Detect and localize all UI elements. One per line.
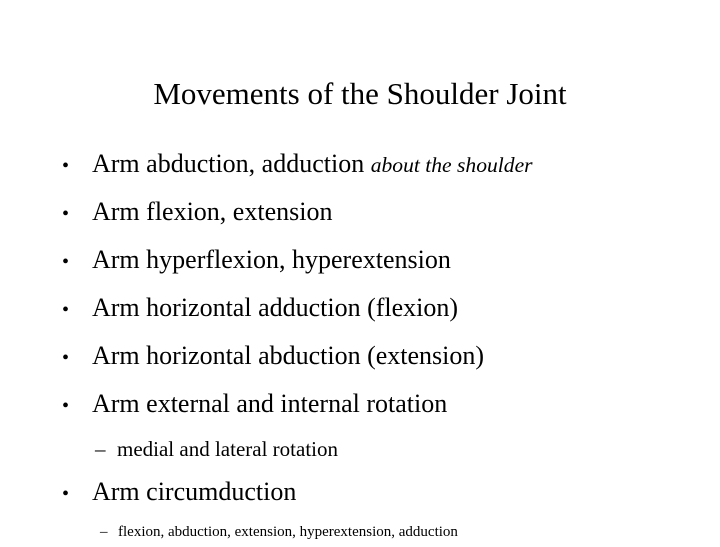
bullet-dot-icon: • — [62, 251, 70, 273]
list-item-label: Arm horizontal abduction (extension) — [92, 341, 485, 370]
list-item[interactable]: • Arm horizontal adduction (flexion) — [60, 285, 680, 333]
bullet-dot-icon: • — [62, 155, 70, 177]
list-item-label: Arm flexion, extension — [92, 197, 333, 226]
page-title: Movements of the Shoulder Joint — [153, 76, 567, 111]
list-item[interactable]: • Arm hyperflexion, hyperextension — [60, 237, 680, 285]
sub-list-item[interactable]: – medial and lateral rotation — [60, 429, 680, 469]
list-item-text: Arm abduction, adduction — [92, 149, 371, 178]
list-item-label: Arm circumduction — [92, 477, 297, 506]
bullet-list: • Arm abduction, adduction about the sho… — [60, 141, 680, 547]
sub-list-item-label: flexion, abduction, extension, hyperexte… — [118, 524, 458, 540]
bullet-dash-icon: – — [100, 524, 108, 540]
list-item[interactable]: • Arm external and internal rotation — [60, 381, 680, 429]
bullet-dot-icon: • — [62, 395, 70, 417]
sub-list-item-label: medial and lateral rotation — [117, 437, 338, 461]
bullet-dot-icon: • — [62, 299, 70, 321]
list-item-emphasis: about the shoulder — [370, 153, 533, 177]
list-item-label: Arm horizontal adduction (flexion) — [92, 293, 459, 322]
bullet-dash-icon: – — [95, 437, 106, 461]
bullet-dot-icon: • — [62, 203, 70, 225]
list-item-label: Arm hyperflexion, hyperextension — [92, 245, 451, 274]
list-item-label: Arm abduction, adduction about the shoul… — [92, 141, 680, 188]
list-item[interactable]: • Arm horizontal abduction (extension) — [60, 333, 680, 381]
bullet-dot-icon: • — [62, 347, 70, 369]
sub-list-item[interactable]: – flexion, abduction, extension, hyperex… — [60, 517, 680, 547]
list-item-label: Arm external and internal rotation — [92, 389, 448, 418]
list-item[interactable]: • Arm flexion, extension — [60, 189, 680, 237]
list-item[interactable]: • Arm abduction, adduction about the sho… — [60, 141, 680, 189]
bullet-dot-icon: • — [62, 483, 70, 505]
list-item[interactable]: • Arm circumduction — [60, 469, 680, 517]
